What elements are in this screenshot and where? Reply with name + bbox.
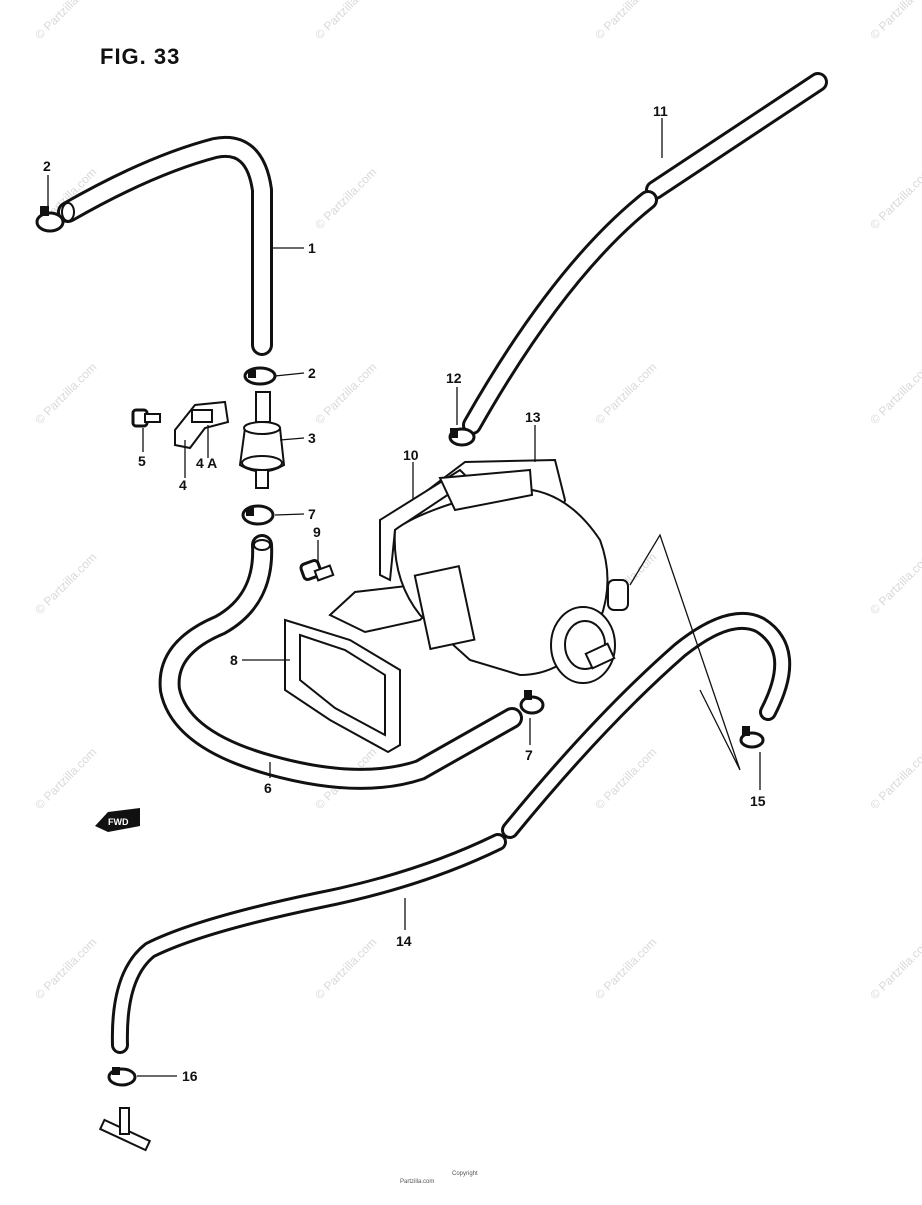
callout-14: 14 bbox=[396, 933, 412, 949]
watermark: © Partzilla.com bbox=[867, 165, 922, 232]
hose-1 bbox=[57, 135, 273, 356]
callout-5: 5 bbox=[138, 453, 146, 469]
fwd-arrow-icon: FWD bbox=[95, 808, 140, 832]
callout-13: 13 bbox=[525, 409, 541, 425]
clamp-7-lower bbox=[519, 690, 545, 715]
watermark: © Partzilla.com bbox=[867, 550, 922, 617]
watermark: © Partzilla.com bbox=[312, 360, 379, 427]
watermark: © Partzilla.com bbox=[312, 165, 379, 232]
t-fitting bbox=[98, 1107, 152, 1152]
leader-lines bbox=[47, 118, 761, 1077]
watermark: © Partzilla.com bbox=[867, 745, 922, 812]
watermark: © Partzilla.com bbox=[312, 0, 379, 42]
watermark: © Partzilla.com bbox=[32, 935, 99, 1002]
bracket-8 bbox=[284, 583, 442, 754]
callout-15: 15 bbox=[750, 793, 766, 809]
watermark: © Partzilla.com bbox=[32, 0, 99, 42]
watermark: © Partzilla.com bbox=[592, 745, 659, 812]
callout-10: 10 bbox=[403, 447, 419, 463]
callout-6: 6 bbox=[264, 780, 272, 796]
callout-4: 4 bbox=[179, 477, 187, 493]
clamp-16 bbox=[107, 1067, 137, 1087]
clamp-2-upper bbox=[243, 366, 277, 386]
hose-6 bbox=[158, 534, 523, 790]
watermark: © Partzilla.com bbox=[312, 935, 379, 1002]
footer-site: Partzilla.com bbox=[400, 1179, 434, 1185]
watermark: © Partzilla.com bbox=[32, 550, 99, 617]
watermark: © Partzilla.com bbox=[32, 745, 99, 812]
hose-14 bbox=[110, 611, 792, 1054]
callout-11: 11 bbox=[653, 103, 668, 119]
bolt-5 bbox=[131, 408, 161, 428]
watermark: © Partzilla.com bbox=[867, 935, 922, 1002]
callout-2: 2 bbox=[43, 158, 51, 174]
watermark: © Partzilla.com bbox=[592, 360, 659, 427]
hose-11 bbox=[462, 72, 828, 435]
callout-9: 9 bbox=[313, 524, 321, 540]
clamp-7-upper bbox=[241, 504, 275, 526]
callout-3: 3 bbox=[308, 430, 316, 446]
watermark: © Partzilla.com bbox=[592, 0, 659, 42]
callout-16: 16 bbox=[182, 1068, 198, 1084]
callout-8: 8 bbox=[230, 652, 238, 668]
watermark: © Partzilla.com bbox=[592, 935, 659, 1002]
clamp-15 bbox=[739, 726, 765, 749]
footer: Copyright Partzilla.com bbox=[400, 1171, 478, 1185]
callouts: 1 2 2 3 4 4 A 5 6 7 7 8 9 10 11 12 13 14… bbox=[43, 103, 766, 1084]
bolt-9 bbox=[299, 559, 335, 582]
figure-title: FIG. 33 bbox=[100, 44, 180, 69]
clamp-12 bbox=[448, 427, 476, 447]
fuel-filter-3 bbox=[238, 391, 286, 489]
canister-13 bbox=[379, 458, 629, 684]
bracket-4 bbox=[174, 400, 230, 450]
watermark: © Partzilla.com bbox=[867, 0, 922, 42]
callout-7: 7 bbox=[525, 747, 533, 763]
footer-copyright: Copyright bbox=[452, 1171, 478, 1177]
callout-12: 12 bbox=[446, 370, 462, 386]
callout-7: 7 bbox=[308, 506, 316, 522]
fwd-label: FWD bbox=[108, 817, 129, 827]
watermark: © Partzilla.com bbox=[32, 360, 99, 427]
callout-2: 2 bbox=[308, 365, 316, 381]
watermark: © Partzilla.com bbox=[867, 360, 922, 427]
callout-1: 1 bbox=[308, 240, 316, 256]
clamp-2-left bbox=[35, 206, 65, 233]
callout-4a: 4 A bbox=[196, 455, 217, 471]
